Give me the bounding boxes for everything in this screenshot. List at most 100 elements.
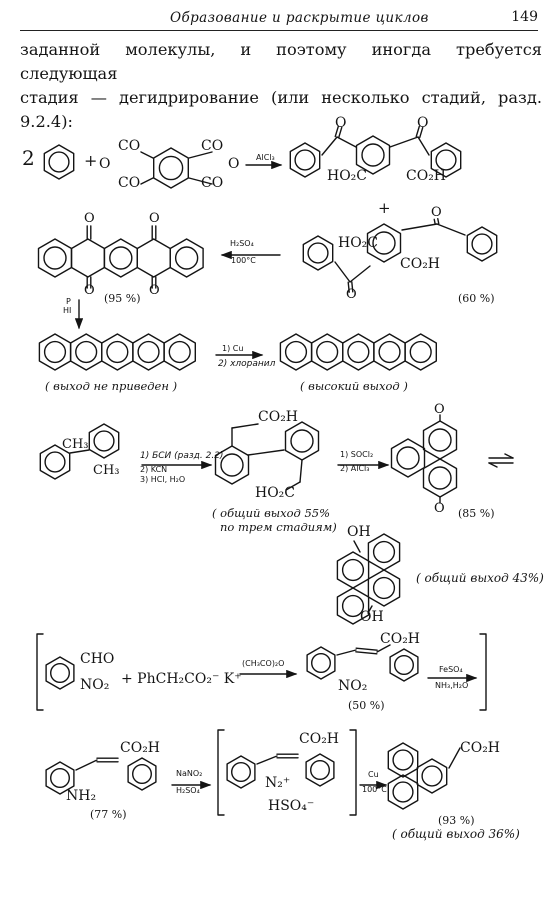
reagent-temp-2: 100°C	[362, 785, 387, 794]
carbonyl-double-4	[437, 217, 440, 225]
reagent-p: P	[66, 297, 71, 306]
co2h-label-7: CO₂H	[460, 740, 500, 756]
phenylacetate-reagent: + PhCH₂CO₂⁻ K⁺	[121, 671, 242, 687]
pentacene-ring-5	[404, 333, 437, 371]
carbonyl-bond-7	[436, 223, 466, 236]
benzene-aromatic-ring	[48, 151, 70, 173]
dione-ring-2	[70, 238, 106, 278]
equilibrium-head-top	[504, 453, 514, 459]
step-kcn: 2) KCN	[140, 465, 167, 474]
overall-yield-43: ( общий выход 43%)	[416, 571, 544, 585]
amino-acid-ring-a	[45, 761, 75, 795]
anhydride-o-left: O	[99, 156, 110, 172]
scheme-3-labels: CHO NO₂ + PhCH₂CO₂⁻ K⁺ (CH₃CO)₂O CO₂H NO…	[66, 631, 520, 841]
running-header: Образование и раскрытие циклов 149	[20, 4, 538, 31]
scheme-1-labels: 2 + CO O CO CO O CO AlCl₃ O O HO₂C CO₂H …	[22, 115, 495, 393]
anhydride-bond-1	[140, 151, 154, 159]
ketone-o-2: O	[417, 115, 428, 131]
anhydride-co-bottom-right: CO	[201, 175, 223, 191]
anhydride-bond-3	[188, 151, 213, 159]
phenyl-d-aromatic-ring	[471, 233, 493, 255]
vinyl-bond-1	[336, 649, 357, 656]
dihydro-acene-ring-5-aromatic-ring	[168, 340, 191, 364]
co2h-label-3: CO₂H	[258, 409, 298, 425]
biphenyl-ring-b	[88, 423, 120, 459]
ketone-o-4: O	[346, 287, 357, 302]
phenyl-b	[430, 142, 462, 178]
no2-label-2: NO₂	[338, 678, 367, 694]
dione-o-1: O	[84, 211, 95, 226]
anhydride-core-ring-aromatic-ring	[158, 155, 184, 181]
pyrene-ketone-o-1: O	[434, 402, 445, 417]
dione-ring-4	[136, 238, 171, 278]
nitrobenzaldehyde-ring-aromatic-ring	[50, 663, 71, 684]
oh-label-bottom: OH	[360, 609, 384, 625]
reagent-feso4: FeSO₄	[439, 665, 463, 674]
oh-bond-top	[353, 540, 361, 553]
pyrene-ketone-o-2: O	[434, 501, 445, 516]
phenanthrene-ring-b	[416, 758, 448, 794]
yield-high: ( высокий выход )	[300, 379, 408, 393]
reagent-h2so4: H₂SO₄	[230, 239, 254, 248]
carbonyl-double-1-2	[334, 125, 339, 138]
phenanthrene-carboxyl-bond	[448, 747, 461, 769]
vinyl-bond-3	[256, 755, 278, 765]
pentacene-ring-3-aromatic-ring	[347, 340, 370, 364]
carbonyl-double-4-2	[433, 218, 436, 226]
dione-ring-3-aromatic-ring	[109, 246, 133, 270]
dione-ring-5-aromatic-ring	[174, 246, 199, 270]
cho-label: CHO	[80, 651, 114, 667]
plus-sign: +	[84, 151, 97, 170]
yield-phenanthrene-acid: (93 %)	[438, 814, 475, 827]
ch2-bond-3	[299, 459, 303, 483]
step-alcl3: 2) AlCl₃	[340, 464, 369, 473]
yield-not-given: ( выход не приведен )	[45, 379, 177, 393]
pyrenediol-ring-c	[367, 569, 401, 607]
dione-o-4: O	[149, 283, 160, 298]
nh2-label: NH₂	[66, 788, 96, 804]
pyrenediol-ring-b-aromatic-ring	[372, 540, 396, 564]
scheme-2-labels: CH₃ CH₃ 1) БСИ (разд. 2.2) 2) KCN 3) HCl…	[62, 402, 544, 625]
vinyl-bond-2	[75, 759, 98, 771]
yield-diacid: (60 %)	[458, 292, 495, 305]
overall-yield-36: ( общий выход 36%)	[392, 827, 520, 841]
diazonium-ring-a-aromatic-ring	[230, 762, 251, 783]
amino-acid-ring-a-aromatic-ring	[50, 768, 71, 789]
anhydride-co-top-left: CO	[118, 138, 140, 154]
diacid-ring-a-aromatic-ring	[220, 453, 244, 477]
page-number: 149	[511, 9, 538, 25]
biphenyl-bond	[69, 449, 90, 454]
co2h-label-2: CO₂H	[400, 256, 440, 272]
vinyl-carboxyl-bond	[376, 644, 391, 653]
ketone-o-3: O	[431, 205, 442, 220]
pentacene-ring-5-aromatic-ring	[409, 340, 432, 364]
co2h-label-4: CO₂H	[380, 631, 420, 647]
diazonium-label: N₂⁺	[265, 775, 290, 791]
central-ring-a	[355, 135, 391, 175]
ketone-o-1: O	[335, 115, 346, 131]
phenyl-a-aromatic-ring	[294, 149, 316, 171]
step-socl2: 1) SOCl₂	[340, 450, 373, 459]
phenanthrene-ring-a-aromatic-ring	[392, 749, 414, 771]
oh-bond-bottom	[367, 605, 373, 614]
phenyl-d	[466, 226, 498, 262]
phenyl-c-aromatic-ring	[307, 242, 329, 264]
carbonyl-bond-5	[334, 261, 351, 283]
phenanthrene-ring-c	[387, 774, 419, 810]
bracket-right-1	[479, 633, 487, 711]
central-ring-b-aromatic-ring	[372, 231, 396, 255]
anhydride-o-right: O	[228, 156, 239, 172]
carbonyl-double-2-2	[415, 125, 420, 138]
dione-ring-5	[169, 238, 204, 278]
carbonyl-bond-3	[417, 136, 430, 156]
diacid-biaryl-bond	[247, 449, 285, 456]
dione-ring-1-aromatic-ring	[43, 246, 67, 270]
diacid-ring-b-aromatic-ring	[290, 429, 314, 453]
carbonyl-bond-6	[349, 265, 371, 283]
co2h-label-1: CO₂H	[406, 168, 446, 184]
methyl-label-1: CH₃	[62, 437, 89, 452]
reagent-anhydride: (CH₃CO)₂O	[242, 659, 284, 668]
ho2c-label-1: HO₂C	[327, 168, 367, 184]
pyrenediol-ring-d	[336, 587, 370, 625]
step-hydrolysis: 3) HCl, H₂O	[140, 475, 185, 484]
